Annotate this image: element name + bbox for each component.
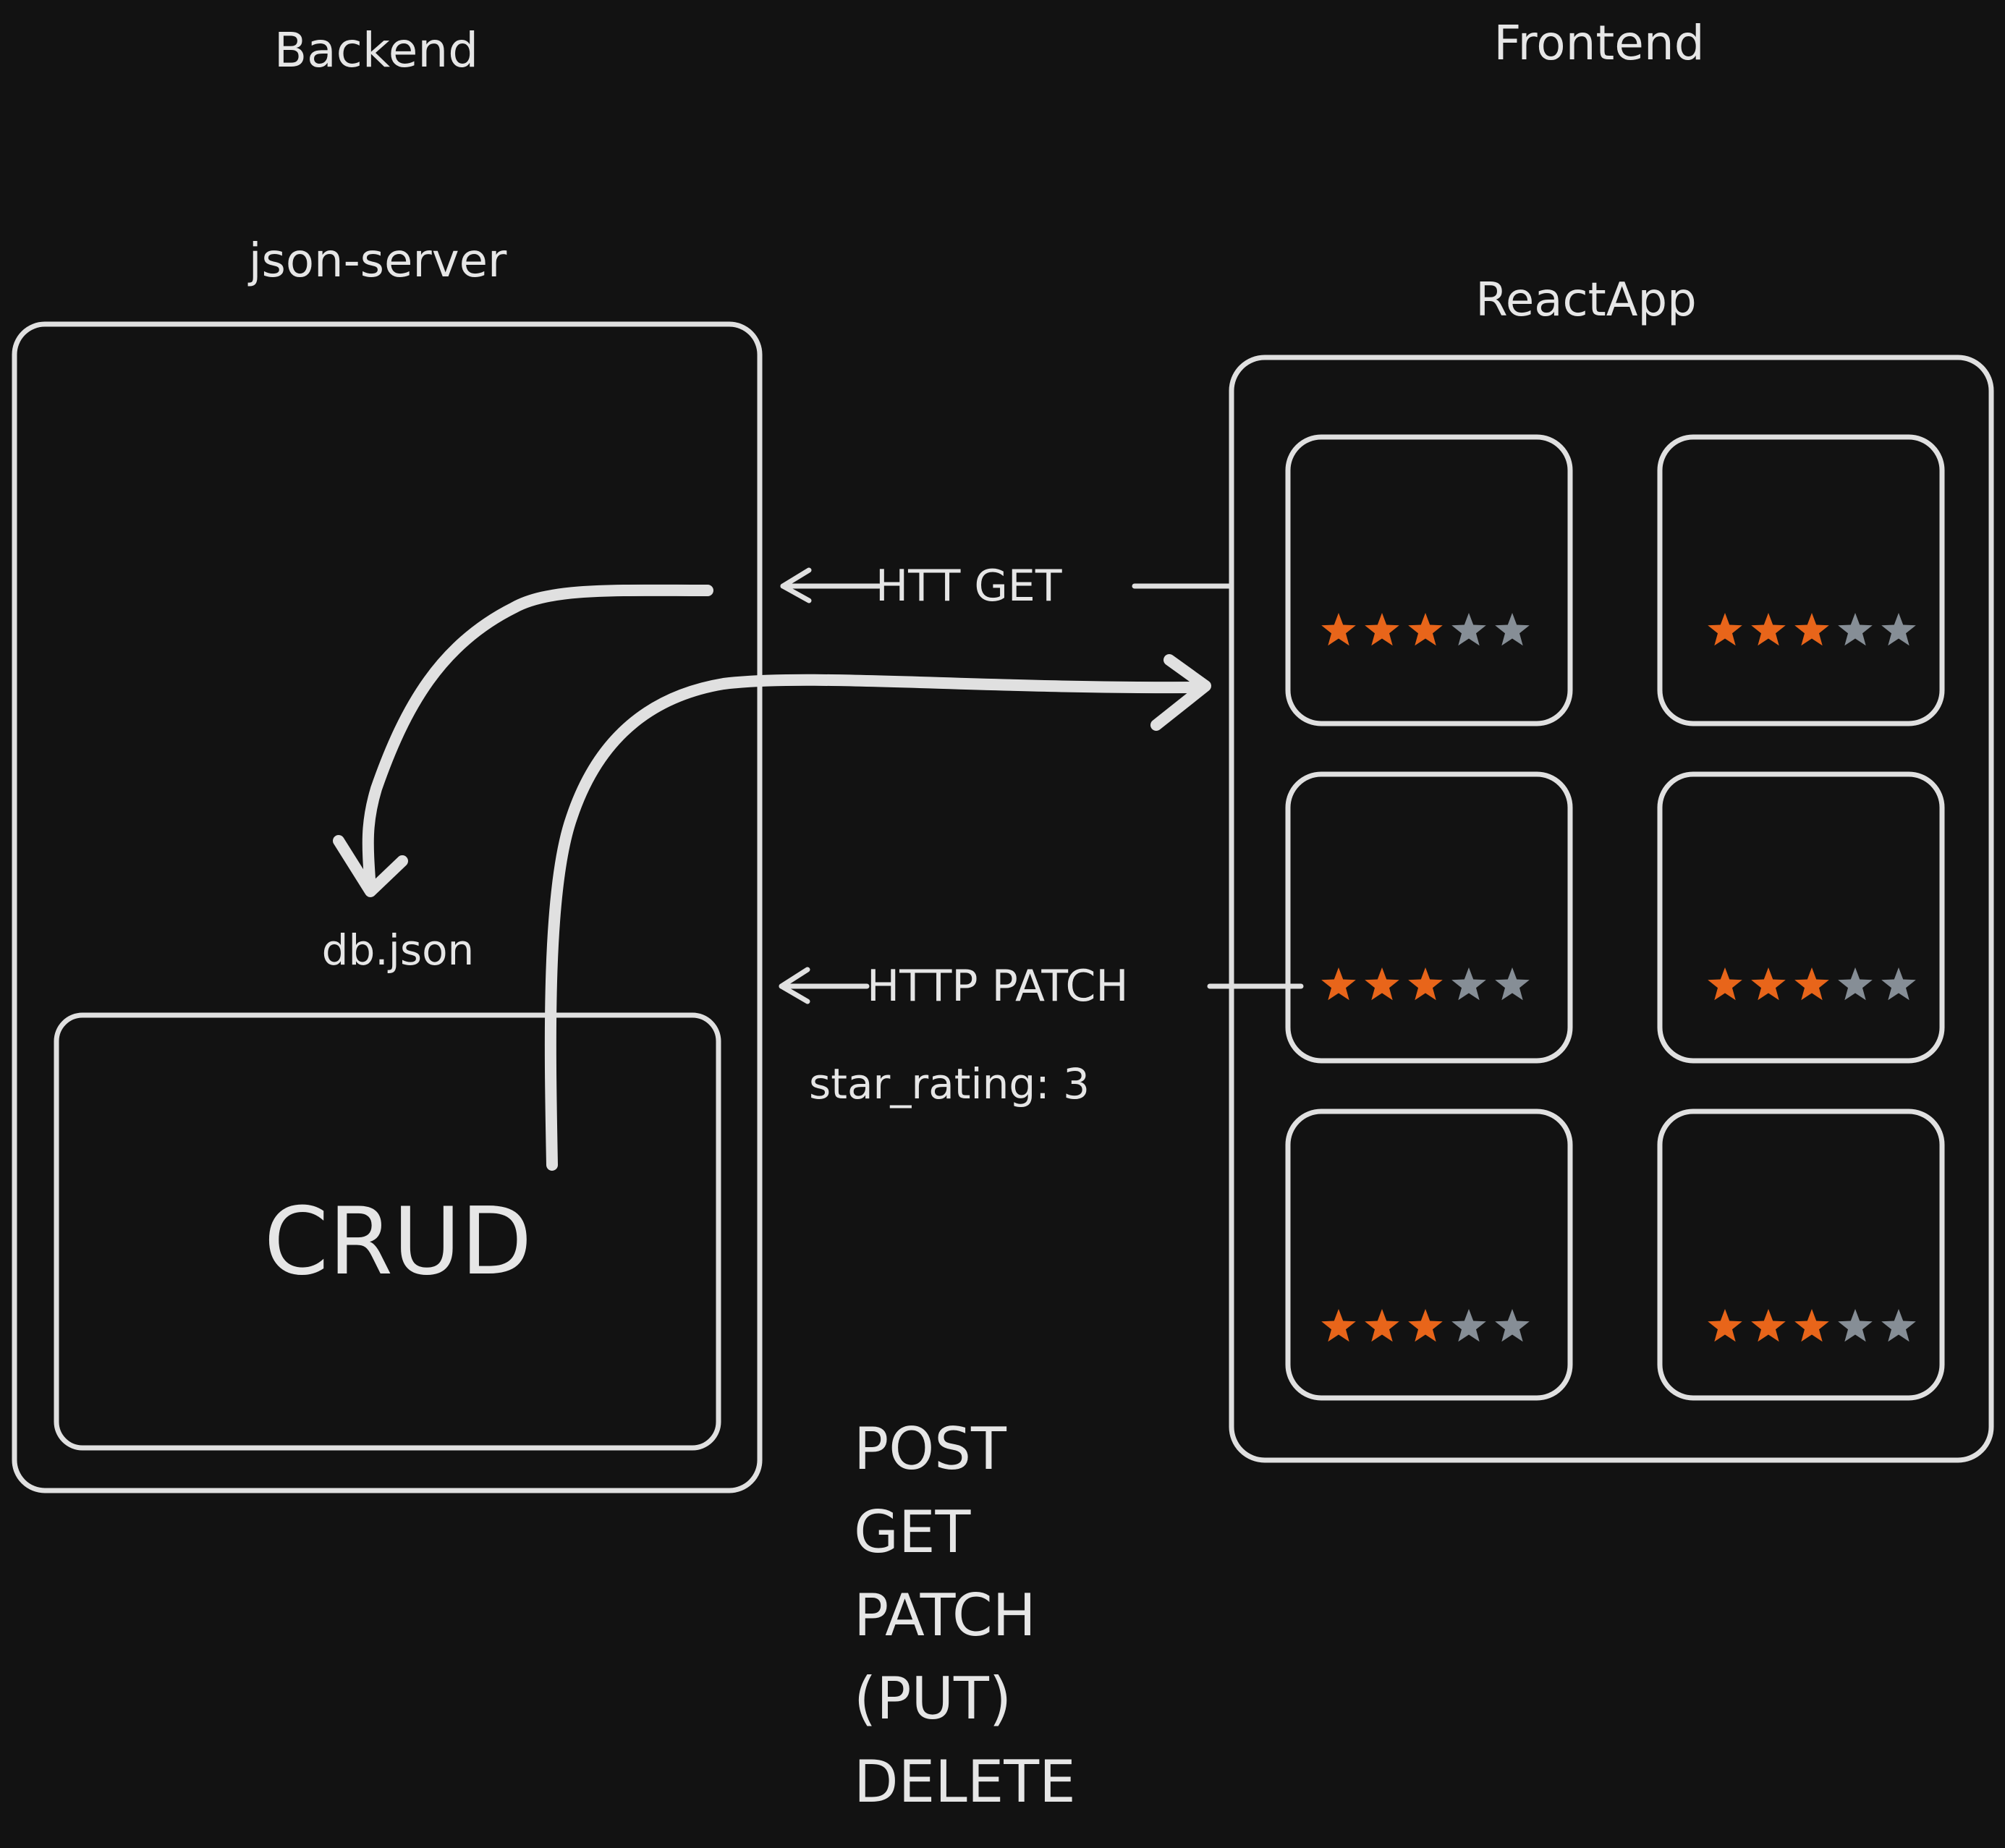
star-filled-icon[interactable]: [1321, 1309, 1356, 1342]
http-method-item: GET: [854, 1499, 972, 1566]
star-filled-icon[interactable]: [1794, 613, 1829, 646]
star-filled-icon[interactable]: [1408, 967, 1443, 1001]
star-filled-icon[interactable]: [1708, 1309, 1742, 1342]
rating-card-frame: [1285, 1109, 1573, 1401]
star-filled-icon[interactable]: [1751, 1309, 1786, 1342]
rating-card-frame: [1657, 1109, 1945, 1401]
http-get-arrowhead: [780, 567, 812, 603]
db-json-label: db.json: [322, 925, 475, 975]
star-filled-icon[interactable]: [1321, 967, 1356, 1001]
http-patch-label: HTTP PATCH: [867, 961, 1129, 1012]
star-filled-icon[interactable]: [1408, 613, 1443, 646]
http-methods-list: POST GET PATCH (PUT) DELETE: [854, 1415, 1076, 1815]
star-empty-icon[interactable]: [1881, 967, 1916, 1001]
rating-card[interactable]: [1285, 434, 1573, 726]
rating-card[interactable]: [1285, 1109, 1573, 1401]
crud-to-react-arrow: [544, 674, 1207, 1171]
http-method-item: PATCH: [854, 1582, 1036, 1649]
get-to-db-arrow: [362, 584, 713, 896]
http-method-item: POST: [854, 1415, 1007, 1483]
rating-card[interactable]: [1657, 1109, 1945, 1401]
star-filled-icon[interactable]: [1751, 613, 1786, 646]
star-filled-icon[interactable]: [1794, 967, 1829, 1001]
http-method-item: DELETE: [854, 1748, 1076, 1815]
rating-card-frame: [1285, 434, 1573, 726]
react-app-title: ReactApp: [1475, 274, 1697, 327]
star-filled-icon[interactable]: [1708, 967, 1742, 1001]
star-empty-icon[interactable]: [1451, 613, 1486, 646]
star-filled-icon[interactable]: [1365, 967, 1399, 1001]
star-empty-icon[interactable]: [1495, 1309, 1530, 1342]
http-patch-arrowhead: [779, 967, 810, 1004]
star-empty-icon[interactable]: [1451, 967, 1486, 1001]
get-to-db-arrowhead: [333, 835, 408, 897]
rating-card-frame: [1285, 771, 1573, 1064]
star-filled-icon[interactable]: [1408, 1309, 1443, 1342]
star-empty-icon[interactable]: [1881, 1309, 1916, 1342]
http-get-label: HTT GET: [876, 561, 1062, 611]
json-server-title: json-server: [247, 234, 507, 288]
star-filled-icon[interactable]: [1708, 613, 1742, 646]
rating-card[interactable]: [1657, 434, 1945, 726]
star-filled-icon[interactable]: [1751, 967, 1786, 1001]
rating-card-frame: [1657, 771, 1945, 1064]
star-filled-icon[interactable]: [1321, 613, 1356, 646]
crud-box: [54, 1012, 721, 1451]
star-filled-icon[interactable]: [1365, 1309, 1399, 1342]
http-method-item: (PUT): [854, 1665, 1012, 1732]
star-empty-icon[interactable]: [1838, 613, 1873, 646]
star-filled-icon[interactable]: [1365, 613, 1399, 646]
rating-card-frame: [1657, 434, 1945, 726]
star-empty-icon[interactable]: [1881, 613, 1916, 646]
frontend-heading: Frontend: [1493, 15, 1704, 71]
star-empty-icon[interactable]: [1495, 967, 1530, 1001]
star-filled-icon[interactable]: [1794, 1309, 1829, 1342]
json-server-box: [12, 321, 763, 1493]
star-empty-icon[interactable]: [1495, 613, 1530, 646]
crud-label: CRUD: [264, 1188, 533, 1296]
rating-card[interactable]: [1285, 771, 1573, 1064]
star-empty-icon[interactable]: [1838, 967, 1873, 1001]
star-empty-icon[interactable]: [1838, 1309, 1873, 1342]
rating-card-grid: [1285, 434, 1945, 1401]
patch-payload-label: star_rating: 3: [809, 1059, 1090, 1109]
rating-card[interactable]: [1657, 771, 1945, 1064]
star-empty-icon[interactable]: [1451, 1309, 1486, 1342]
react-app-box: [1229, 355, 1994, 1463]
crud-to-react-arrowhead: [1150, 654, 1211, 731]
backend-heading: Backend: [274, 22, 478, 78]
